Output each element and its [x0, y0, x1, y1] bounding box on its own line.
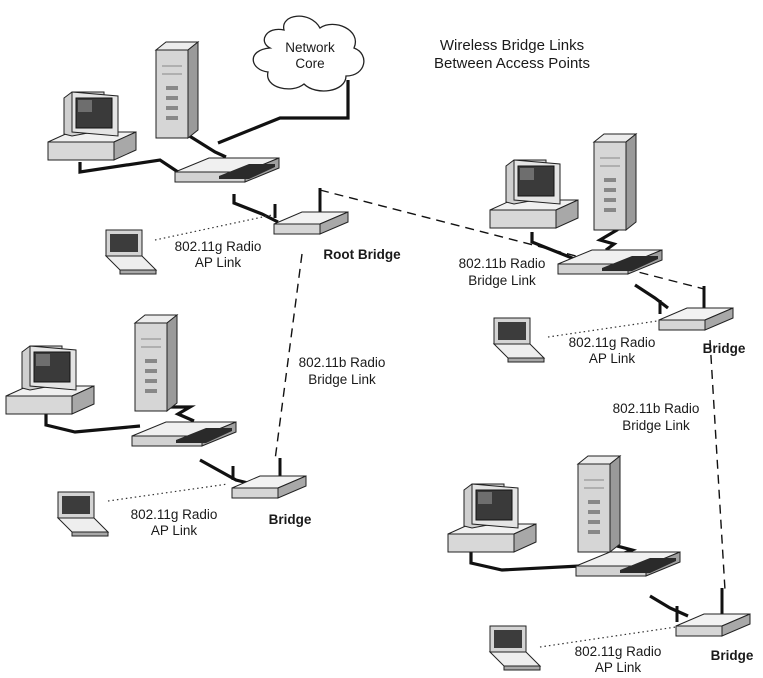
wireless-bridge-links [274, 189, 726, 591]
ap-link-label-line2: AP Link [195, 255, 242, 270]
ap-link-label-line1: 802.11g Radio [575, 644, 662, 659]
desktop-computer [447, 483, 537, 553]
desktop-computer [489, 159, 579, 229]
ap-link-label-line2: AP Link [595, 660, 642, 675]
bridge-access-point [231, 458, 307, 499]
bridge-access-point [658, 286, 734, 331]
bridge-link-label-line1: 802.11b Radio [613, 401, 700, 416]
root-bridge-label: Root Bridge [323, 247, 401, 262]
network-switch [575, 551, 681, 577]
bridge-link-label-line1: 802.11b Radio [299, 355, 386, 370]
bridge-access-point [675, 588, 751, 637]
desktop-computer [5, 345, 95, 415]
bridge-link-label-line2: Bridge Link [468, 273, 536, 288]
network-core-cloud [252, 15, 365, 92]
ap-link-label-line2: AP Link [589, 351, 636, 366]
network-switch [557, 249, 663, 275]
laptop-computer [105, 229, 157, 275]
server-tower [593, 133, 637, 231]
server-tower [577, 455, 621, 553]
laptop-computer [57, 491, 109, 537]
network-switch [131, 421, 237, 447]
ap-link-label-line1: 802.11g Radio [175, 239, 262, 254]
ap-links [107, 214, 677, 648]
ap-link-label-line1: 802.11g Radio [131, 507, 218, 522]
bridge-label: Bridge [711, 648, 754, 663]
root-bridge-access-point [273, 188, 349, 235]
bridge-link-label-line1: 802.11b Radio [459, 256, 546, 271]
cloud-label-line2: Core [295, 56, 324, 71]
bridge-link-label-line2: Bridge Link [308, 372, 376, 387]
diagram-title-line1: Wireless Bridge Links [440, 37, 584, 54]
desktop-computer [47, 91, 137, 161]
laptop-computer [489, 625, 541, 671]
cloud-label-line1: Network [285, 40, 335, 55]
bridge-label: Bridge [269, 512, 312, 527]
diagram-title-line2: Between Access Points [434, 55, 590, 72]
bridge-link-label-line2: Bridge Link [622, 418, 690, 433]
ap-link-label-line1: 802.11g Radio [569, 335, 656, 350]
laptop-computer [493, 317, 545, 363]
server-tower [155, 41, 199, 139]
network-switch [174, 157, 280, 183]
ap-link-label-line2: AP Link [151, 523, 198, 538]
bridge-label: Bridge [703, 341, 746, 356]
server-tower [134, 314, 178, 412]
